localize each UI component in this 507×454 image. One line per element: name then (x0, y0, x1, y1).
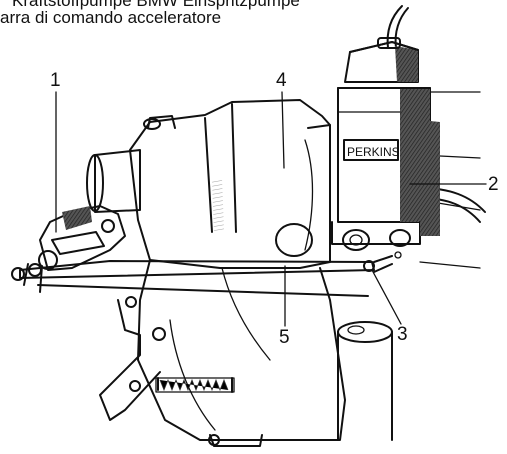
callout-3-leader (371, 269, 402, 325)
throttle-lever-linkage (23, 205, 126, 293)
injection-pump-body (86, 99, 331, 269)
callout-2: 2 (409, 174, 499, 195)
callout-4-label: 4 (276, 70, 287, 91)
callout-3-label: 3 (397, 324, 408, 345)
callout-4: 4 (276, 70, 287, 169)
rod-clamp-screw (363, 251, 402, 273)
callout-2-label: 2 (488, 174, 499, 195)
callout-5-label: 5 (279, 327, 290, 348)
stop-solenoid: PERKINS (331, 37, 440, 251)
caption: Kraftstoffpumpe BMW Einspritzpumpe arra … (0, 0, 300, 27)
pump-assembly-drawing: PERKINS (11, 5, 486, 447)
callout-1-label: 1 (50, 70, 61, 91)
callout-5: 5 (279, 265, 290, 348)
caption-line-2: arra di comando acceleratore (0, 8, 221, 27)
callout-3: 3 (371, 269, 408, 345)
solenoid-plate-text: PERKINS (347, 145, 400, 159)
callout-1: 1 (50, 70, 61, 233)
callout-4-leader (281, 91, 285, 169)
caption-line-1: Kraftstoffpumpe BMW Einspritzpumpe (12, 0, 300, 10)
lower-housing (99, 259, 393, 447)
accelerator-control-rod (11, 260, 375, 297)
